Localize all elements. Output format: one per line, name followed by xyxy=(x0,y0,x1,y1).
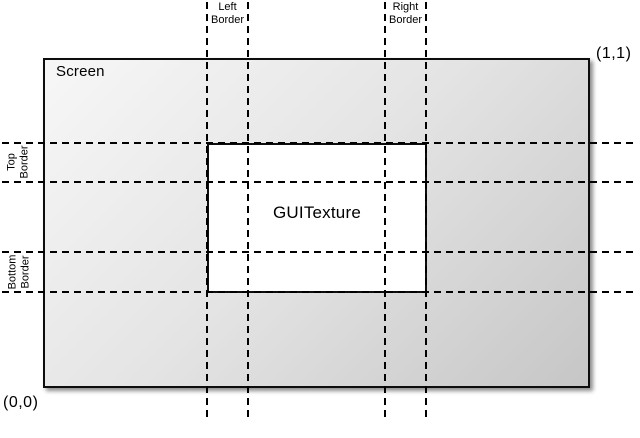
guitexture-label: GUITexture xyxy=(273,203,361,222)
right-border-inner-dashline xyxy=(384,2,386,422)
coordinate-label-bottom-left: (0,0) xyxy=(3,394,39,411)
coordinate-label-top-right: (1,1) xyxy=(596,45,632,62)
left-border-label: Left Border xyxy=(210,1,245,26)
left-border-outer-dashline xyxy=(206,2,208,422)
right-border-label: Right Border xyxy=(388,1,423,26)
left-border-inner-dashline xyxy=(247,2,249,422)
bottom-border-label: Bottom Border xyxy=(5,254,31,290)
bottom-border-inner-dashline xyxy=(2,251,634,253)
top-border-label: Top Border xyxy=(6,145,31,179)
top-border-outer-dashline xyxy=(2,142,634,144)
bottom-border-outer-dashline xyxy=(2,291,634,293)
guitexture-rect: GUITexture xyxy=(207,143,427,293)
screen-label: Screen xyxy=(56,63,105,80)
top-border-inner-dashline xyxy=(2,181,634,183)
right-border-outer-dashline xyxy=(425,2,427,422)
